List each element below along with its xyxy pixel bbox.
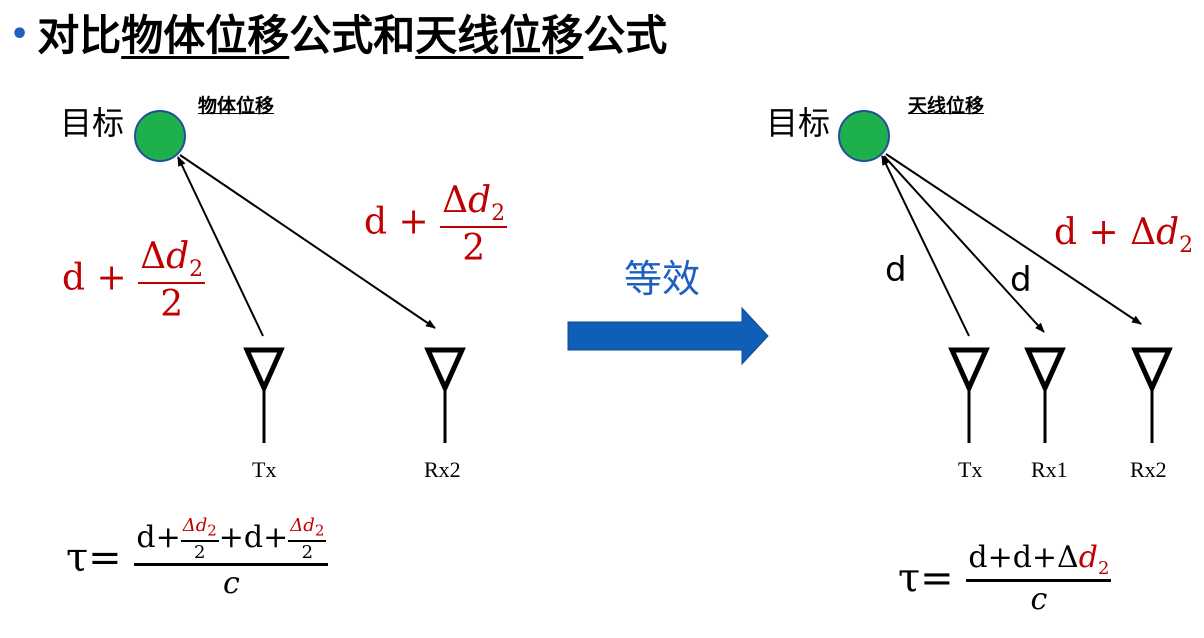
left-path-rx2-delta: Δ xyxy=(442,180,469,221)
right-formula-num-sub: 2 xyxy=(1097,558,1110,579)
right-path-rx2-plus: + xyxy=(1088,212,1119,253)
left-path-tx-delta: Δ xyxy=(140,236,167,277)
title-part-2: 物体位移 xyxy=(121,11,290,60)
left-path-rx2-num-d: d xyxy=(468,180,492,221)
left-path-rx2-den: 2 xyxy=(440,226,508,269)
left-path-rx2-num-sub: 2 xyxy=(491,201,506,227)
right-path-target-to-rx1 xyxy=(883,155,1045,333)
right-path-rx2-d: d xyxy=(1054,212,1078,253)
title-part-3: 公式和 xyxy=(289,11,416,60)
page-title: •对比物体位移公式和天线位移公式 xyxy=(10,2,667,63)
right-d-rx1-label: d xyxy=(1010,260,1032,300)
left-formula-n2: +d+ xyxy=(218,519,289,555)
left-formula-f2-sub: 2 xyxy=(314,521,325,540)
left-rx2-antenna xyxy=(424,347,466,443)
right-formula-tau: τ= xyxy=(898,555,954,602)
left-path-tx-label: d + Δd2 2 xyxy=(62,236,206,325)
equivalent-label: 等效 xyxy=(624,257,701,301)
right-tx-antenna xyxy=(948,347,990,443)
left-formula-f1-den: 2 xyxy=(180,539,219,563)
right-rx1-antenna xyxy=(1024,347,1066,443)
right-rx2-antenna xyxy=(1131,347,1173,443)
left-target-label: 目标 xyxy=(60,104,125,142)
left-target-circle xyxy=(134,110,186,162)
right-path-tx-to-target xyxy=(881,155,970,337)
right-path-rx2-label: d + Δd2 xyxy=(1054,212,1193,258)
title-bullet: • xyxy=(10,17,30,52)
left-rx2-label: Rx2 xyxy=(424,457,461,482)
right-sub-label: 天线位移 xyxy=(908,95,985,117)
right-formula-fraction: d+d+Δd2 c xyxy=(966,540,1112,617)
left-sub-label: 物体位移 xyxy=(198,95,275,117)
left-path-target-to-rx2 xyxy=(179,154,436,329)
left-formula-den: c xyxy=(134,562,329,601)
equivalent-arrow xyxy=(567,306,769,366)
left-path-rx2-plus: + xyxy=(398,201,429,243)
left-path-tx-den: 2 xyxy=(138,282,206,325)
right-rx1-label: Rx1 xyxy=(1031,457,1068,482)
left-tx-label: Tx xyxy=(252,457,277,482)
left-formula-tau: τ= xyxy=(66,534,122,581)
left-path-tx-num-sub: 2 xyxy=(189,257,204,283)
left-formula-f1-num: Δd xyxy=(182,515,208,536)
right-path-target-to-rx2 xyxy=(885,153,1142,325)
left-path-tx-num-d: d xyxy=(166,236,190,277)
left-path-tx-fraction: Δd2 2 xyxy=(138,236,206,325)
title-part-1: 对比 xyxy=(37,11,122,60)
left-path-rx2-fraction: Δd2 2 xyxy=(440,180,508,269)
right-formula-num: d+d+Δ xyxy=(968,540,1079,575)
right-path-rx2-delta: Δ xyxy=(1130,212,1157,253)
left-tx-antenna xyxy=(243,347,285,443)
right-tx-label: Tx xyxy=(958,457,983,482)
right-formula: τ= d+d+Δd2 c xyxy=(898,540,1112,617)
right-d-tx-label: d xyxy=(885,250,907,290)
left-path-tx-plus: + xyxy=(96,257,127,299)
right-target-label: 目标 xyxy=(766,104,831,142)
title-part-4: 天线位移 xyxy=(415,11,584,60)
left-formula-f2-num: Δd xyxy=(290,515,315,536)
left-path-rx2-label: d + Δd2 2 xyxy=(364,180,508,269)
left-formula-n1: d+ xyxy=(136,519,181,555)
right-rx2-label: Rx2 xyxy=(1130,457,1167,482)
right-formula-num-d: d xyxy=(1078,540,1098,575)
right-path-rx2-d2: d xyxy=(1156,212,1180,253)
left-formula-f1-sub: 2 xyxy=(207,521,217,540)
left-formula-f2-den: 2 xyxy=(288,539,327,563)
left-path-tx-to-target xyxy=(177,156,264,337)
left-path-tx-d: d xyxy=(62,257,86,299)
right-target-circle xyxy=(838,110,890,162)
title-part-5: 公式 xyxy=(583,11,668,60)
right-path-rx2-sub: 2 xyxy=(1179,233,1194,259)
right-formula-den: c xyxy=(966,579,1112,617)
left-path-rx2-d: d xyxy=(364,201,388,243)
